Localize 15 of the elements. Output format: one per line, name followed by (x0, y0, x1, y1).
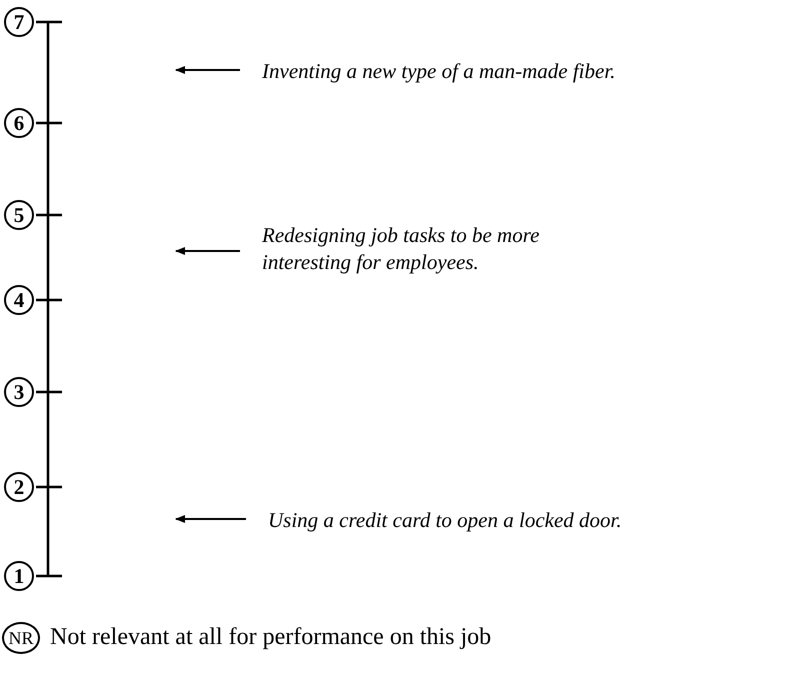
circled-number: 7 (4, 7, 34, 37)
arrow (175, 66, 240, 74)
circled-code: NR (2, 622, 40, 654)
option-text: Not relevant at all for performance on this job (50, 624, 492, 651)
example-text: Using a credit card to open a locked door. (268, 507, 688, 534)
example-text: Redesigning job tasks to be more interesting for employees. (262, 222, 582, 276)
circled-number: 4 (4, 285, 34, 315)
circled-number: 6 (4, 108, 34, 138)
arrow (175, 515, 246, 523)
circled-number: 1 (4, 561, 34, 591)
circled-number: 5 (4, 200, 34, 230)
arrow (175, 247, 240, 255)
circled-number: 2 (4, 472, 34, 502)
circled-number: 3 (4, 377, 34, 407)
example-text: Inventing a new type of a man-made fiber. (262, 58, 682, 85)
